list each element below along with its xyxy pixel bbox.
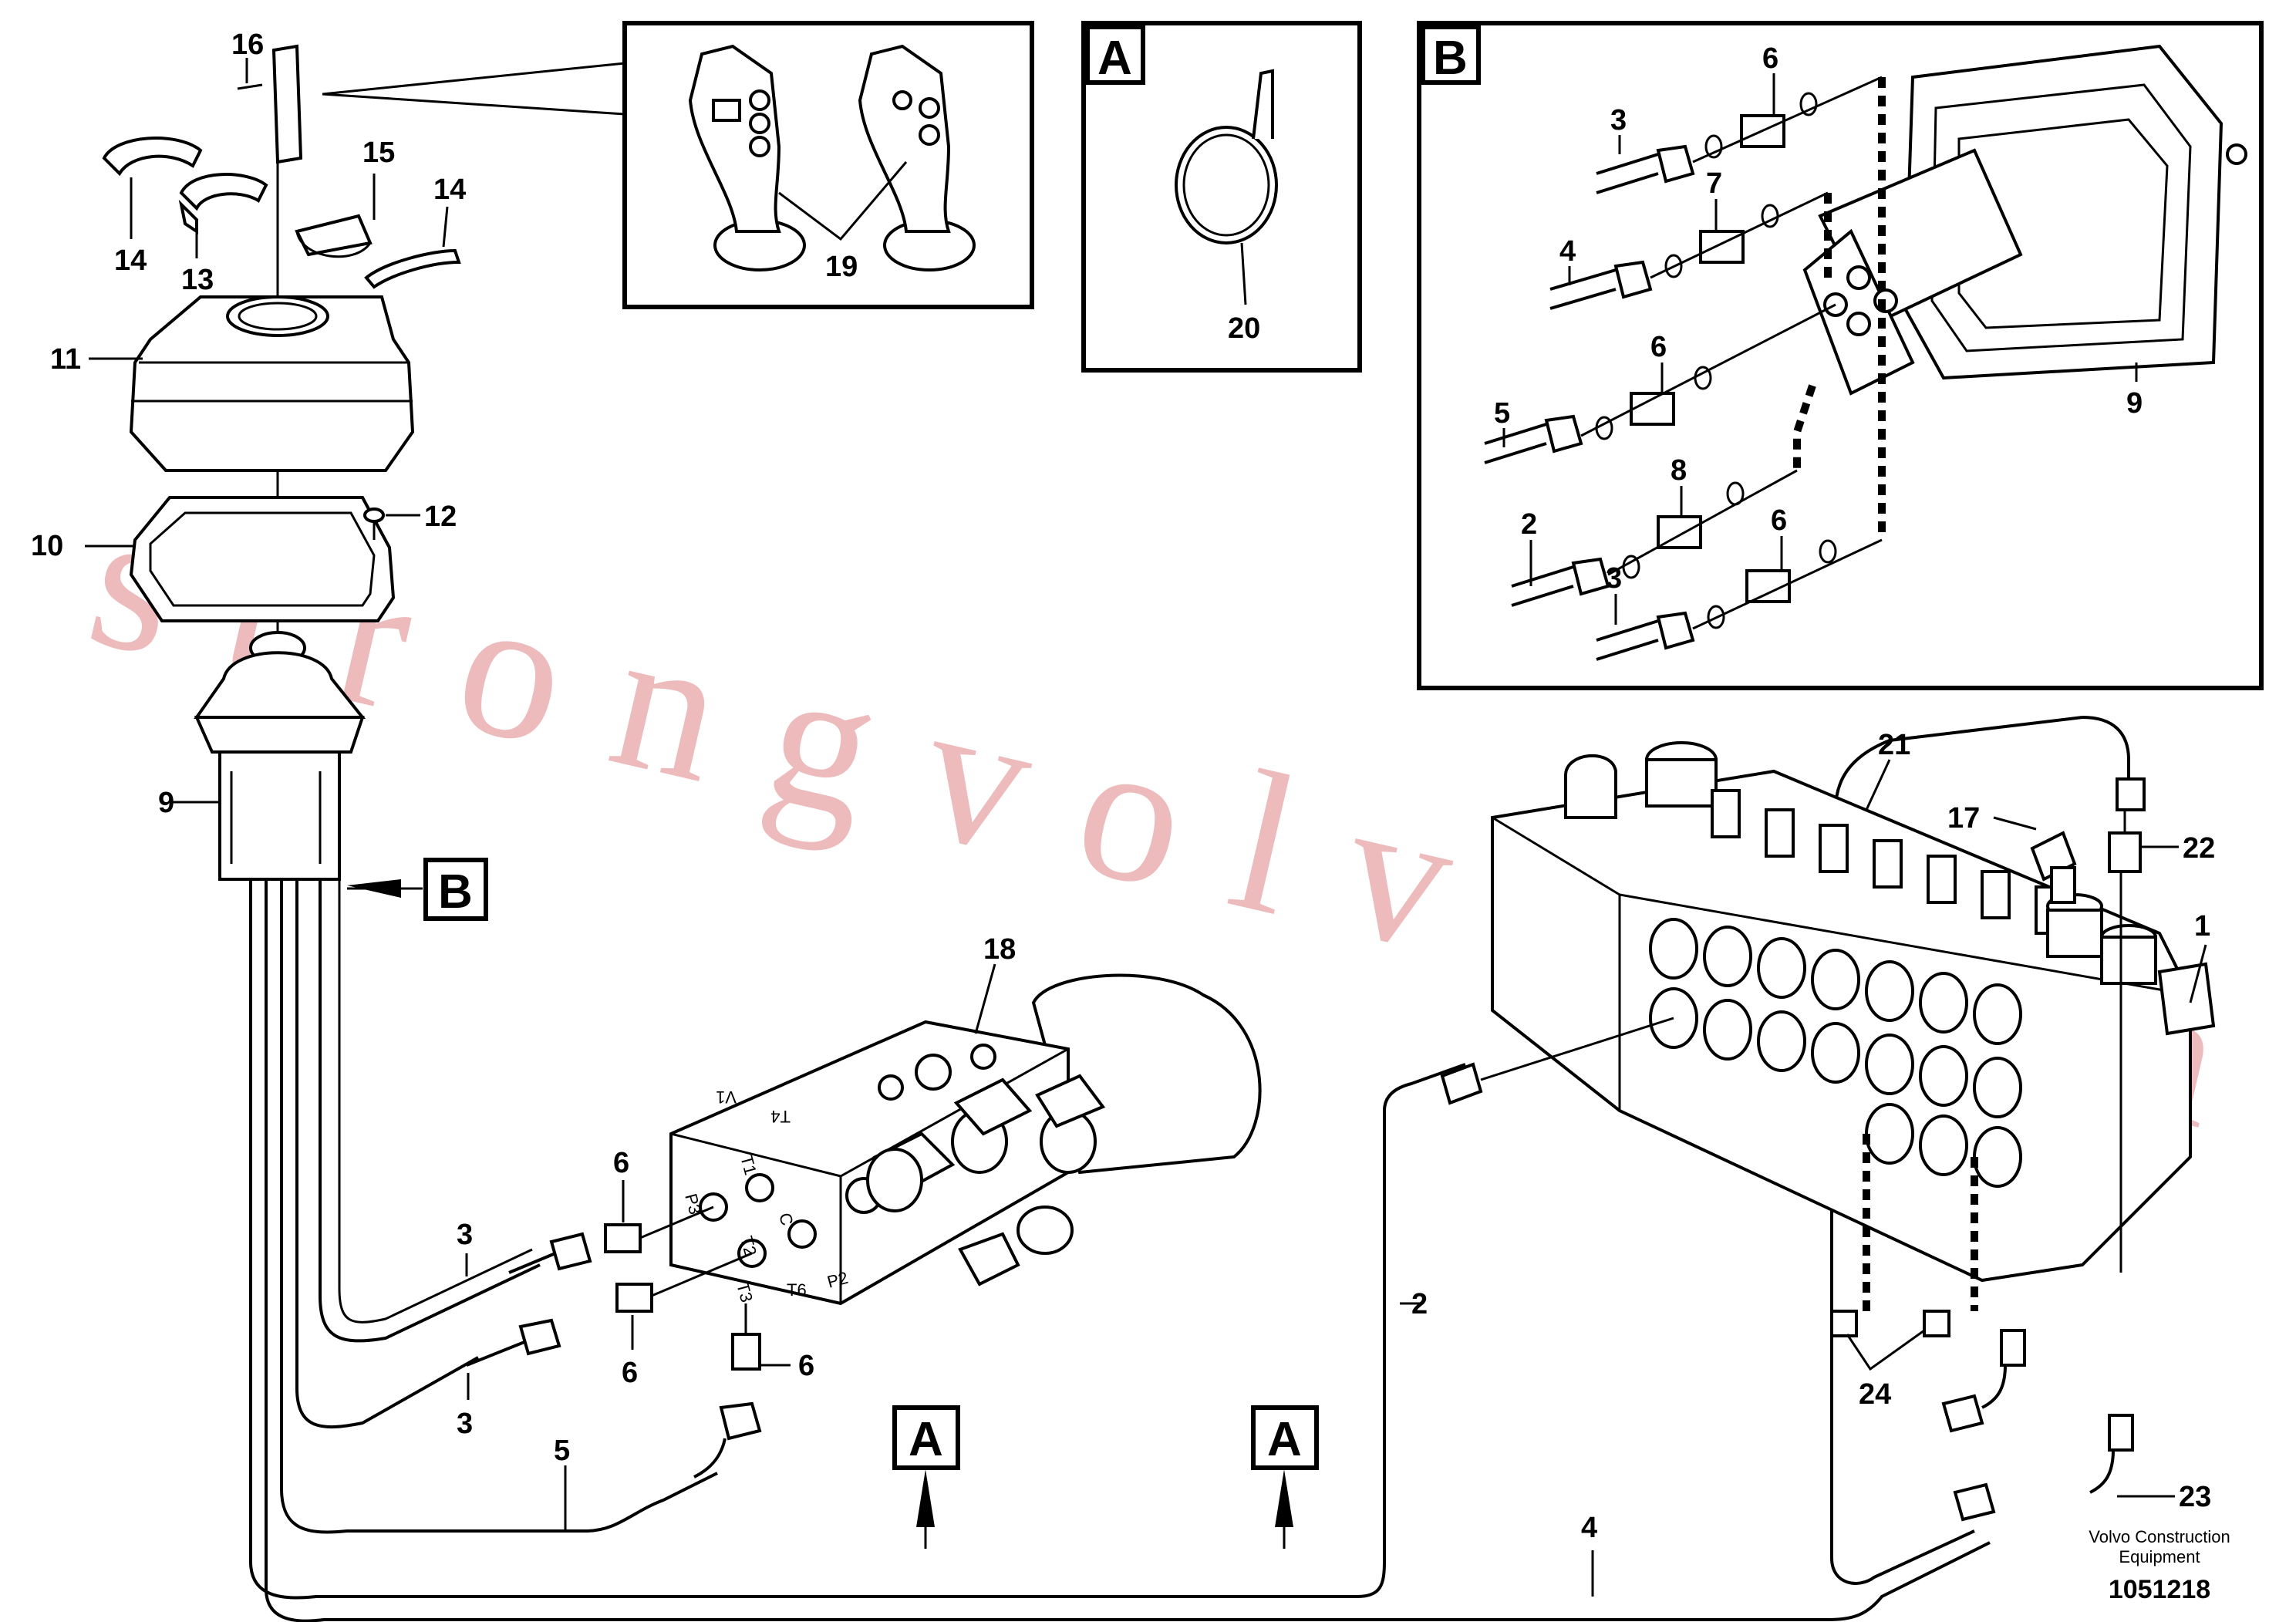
detail-a-tag-box: [1085, 25, 1145, 85]
callout-6-upper: 6: [613, 1147, 629, 1179]
callout-11: 11: [50, 343, 81, 376]
control-valve-1: 1 24 17 21 22 23: [1491, 716, 2216, 1522]
view-refs-a: A A: [892, 1405, 1319, 1549]
spool-caps: [1564, 741, 2216, 1036]
solenoids: [866, 1074, 1106, 1286]
detail-b-callout-3-top: 3: [1610, 104, 1627, 137]
detail-b-callout-6-top: 6: [1762, 42, 1778, 75]
callout-5: 5: [554, 1435, 570, 1467]
joystick-handles-detail: 19: [322, 21, 1034, 309]
view-ref-a-2: A: [1267, 1413, 1302, 1466]
detail-b-callout-6-mid: 6: [1650, 331, 1667, 363]
callout-13: 13: [181, 264, 214, 296]
cable-tie: [1175, 69, 1278, 244]
callout-3-lower: 3: [457, 1408, 473, 1440]
detail-a: A 20: [1081, 21, 1362, 373]
fittings-left: 6 3 6 3 6 5: [457, 1147, 814, 1531]
detail-b-callout-3-bottom: 3: [1606, 562, 1622, 595]
detail-b-row-1: [1596, 76, 1883, 194]
detail-b-callout-7: 7: [1706, 167, 1722, 200]
callout-6-lower: 6: [622, 1357, 638, 1389]
callout-14-left: 14: [114, 244, 147, 277]
callout-15: 15: [362, 137, 395, 169]
detail-b: B: [1417, 21, 2264, 690]
joystick-assembly: 16 14 13 15 14 11 10: [31, 29, 488, 921]
detail-b-row-3: [1484, 303, 1836, 464]
detail-b-callout-4: 4: [1559, 235, 1576, 268]
callout-24: 24: [1859, 1378, 1891, 1411]
port-v1: V1: [716, 1088, 737, 1107]
detail-a-callout-20: 20: [1228, 312, 1260, 345]
detail-b-callout-8: 8: [1671, 454, 1687, 487]
callout-18: 18: [983, 933, 1016, 966]
footer-part-number: 1051218: [2109, 1575, 2210, 1604]
handle-left: [688, 44, 806, 271]
view-ref-b: B: [438, 865, 473, 919]
callout-23: 23: [2179, 1481, 2211, 1513]
port-c: C: [775, 1211, 797, 1228]
detail-b-callout-6-bottom: 6: [1771, 504, 1787, 537]
callout-21: 21: [1878, 729, 1910, 761]
callout-3-upper: 3: [457, 1219, 473, 1251]
handle-right: [858, 44, 976, 271]
detail-b-row-4: [1511, 469, 1798, 607]
port-t6: T6: [787, 1280, 807, 1300]
detail-b-tag: B: [1433, 32, 1468, 85]
detail-a-tag: A: [1097, 32, 1132, 85]
detail-b-row-2: [1549, 191, 1829, 310]
callout-14-right: 14: [433, 174, 466, 206]
callout-16: 16: [231, 29, 264, 61]
detail-b-callout-2: 2: [1521, 508, 1537, 541]
port-t3: T3: [733, 1280, 757, 1304]
hose-routing: [249, 716, 2083, 1622]
footer: Volvo Construction Equipment 1051218: [2089, 1527, 2230, 1604]
valve-sections: [1649, 918, 2022, 1188]
callout-12: 12: [424, 501, 457, 533]
detail-b-callout-9: 9: [2126, 387, 2143, 420]
detail-b-row-5: [1596, 538, 1883, 661]
port-t4: T4: [770, 1107, 791, 1126]
callout-17: 17: [1947, 802, 1980, 835]
view-ref-a-1: A: [909, 1413, 943, 1466]
callout-22: 22: [2183, 832, 2215, 865]
callout-10: 10: [31, 530, 63, 562]
detail-b-callout-5: 5: [1494, 397, 1510, 430]
callout-9: 9: [158, 787, 174, 819]
callout-1: 1: [2194, 910, 2210, 943]
callout-19: 19: [825, 251, 858, 283]
callout-2: 2: [1411, 1288, 1428, 1320]
view-ref-b-box: [423, 858, 488, 921]
footer-brand-line2: Equipment: [2119, 1547, 2200, 1566]
callout-6-block: 6: [798, 1350, 814, 1382]
valve-block-18: P3 T1 T2 T3 T4 T6 P2 C V1 18: [669, 933, 1262, 1306]
footer-brand-line1: Volvo Construction: [2089, 1527, 2230, 1546]
callout-4: 4: [1581, 1512, 1597, 1544]
detail-b-tag-box: [1421, 25, 1481, 85]
